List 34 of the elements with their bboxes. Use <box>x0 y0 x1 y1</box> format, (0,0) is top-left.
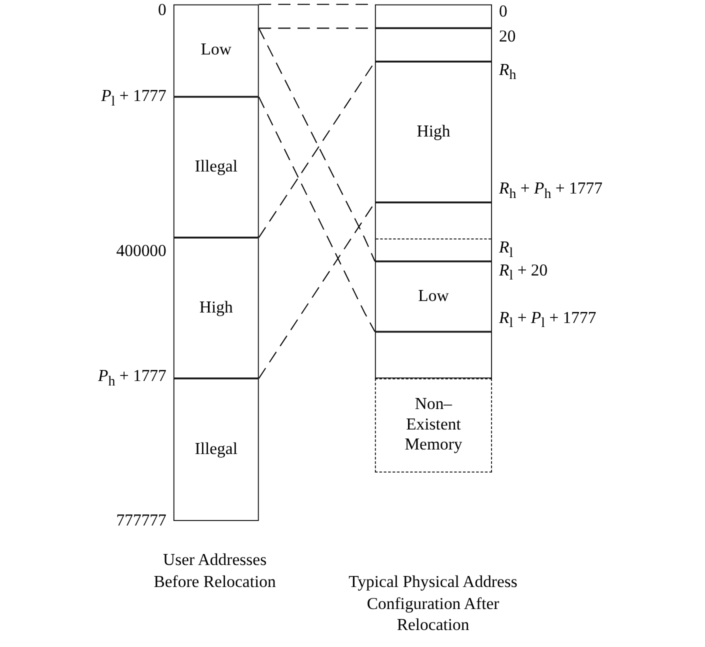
memory-segment <box>374 62 492 202</box>
address-label: P$_{h}$ + 1777 <box>98 368 166 390</box>
address-label: 400000 <box>116 242 166 262</box>
segment-label: High <box>416 122 450 142</box>
segment-label: Low <box>200 40 232 61</box>
memory-segment <box>173 4 259 97</box>
memory-segment <box>173 96 259 238</box>
segment-label: Illegal <box>194 440 238 460</box>
memory-segment <box>374 28 492 62</box>
address-label: 0 <box>499 4 508 22</box>
address-label: 0 <box>158 2 166 20</box>
caption: Typical Physical Address Configuration After Relocation <box>348 572 518 637</box>
segment-label: High <box>199 298 233 318</box>
mapping-line <box>258 96 376 332</box>
memory-segment <box>374 332 492 378</box>
segment-label: Non– Existent Memory <box>404 395 464 456</box>
memory-segment <box>374 378 492 473</box>
address-label: R$_{l}$ + 20 <box>499 262 548 284</box>
segment-label: Low <box>418 286 449 307</box>
address-label: 20 <box>499 28 516 47</box>
address-label: R$_{h}$ <box>499 62 516 83</box>
memory-segment <box>374 261 492 332</box>
address-label: R$_{l}$ + P$_{l}$ + 1777 <box>499 310 596 332</box>
memory-segment <box>374 4 492 28</box>
memory-segment <box>374 202 492 262</box>
memory-segment <box>173 238 259 378</box>
segment-label: Illegal <box>194 157 238 178</box>
memory-segment <box>173 378 259 521</box>
address-label: R$_{l}$ <box>499 239 514 261</box>
mapping-line <box>258 28 376 262</box>
address-label: 777777 <box>116 512 166 531</box>
address-label: P$_{l}$ + 1777 <box>101 88 166 110</box>
address-label: R$_{h}$ + P$_{h}$ + 1777 <box>499 180 602 202</box>
caption: User Addresses Before Relocation <box>152 550 277 594</box>
